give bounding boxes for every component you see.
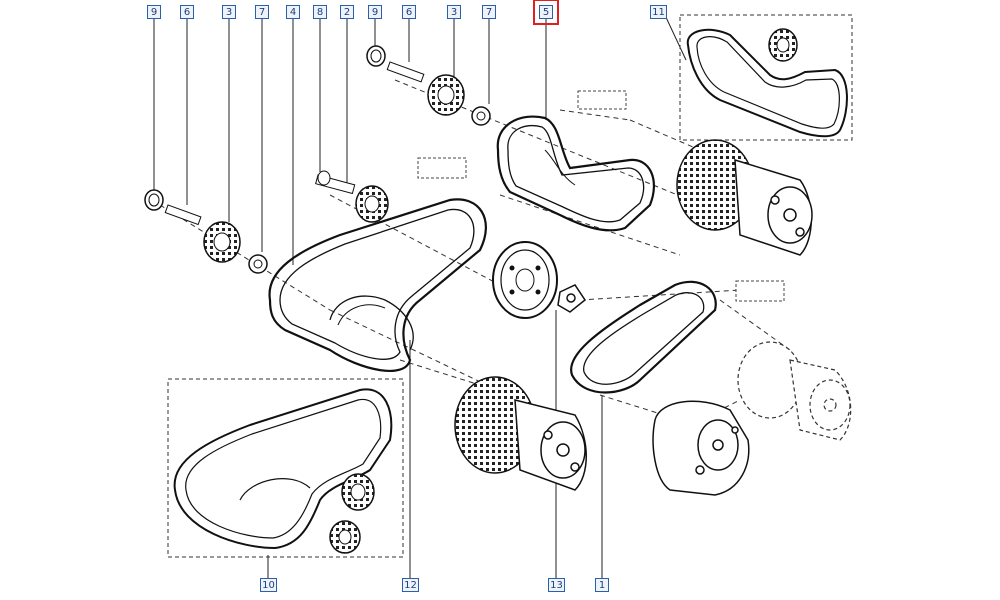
callout-3[interactable]: 3	[222, 5, 236, 19]
callout-11[interactable]: 11	[650, 5, 667, 19]
callout-4[interactable]: 4	[286, 5, 300, 19]
belt-4	[268, 198, 487, 372]
construction-lines	[159, 79, 791, 441]
inset-pulleys	[329, 28, 798, 554]
callout-6[interactable]: 6	[180, 5, 194, 19]
leader-lines	[153, 12, 687, 578]
roller-assembly-left	[144, 189, 268, 274]
callout-3-top[interactable]: 3	[447, 5, 461, 19]
pulley-12	[492, 241, 558, 319]
roller-assembly-middle	[315, 170, 389, 223]
belt-1	[570, 280, 717, 394]
inset-box-bottom-left	[167, 378, 404, 558]
callout-13[interactable]: 13	[548, 578, 565, 592]
callout-7-top[interactable]: 7	[482, 5, 496, 19]
callout-7[interactable]: 7	[255, 5, 269, 19]
callout-9-top[interactable]: 9	[368, 5, 382, 19]
callout-6-top[interactable]: 6	[402, 5, 416, 19]
callout-9[interactable]: 9	[147, 5, 161, 19]
belt-10	[173, 388, 393, 550]
compressor-bottom-right	[652, 400, 750, 496]
blank-tag	[577, 90, 627, 110]
tensioner-13	[557, 284, 587, 313]
roller-assembly-top	[366, 45, 491, 126]
callout-12[interactable]: 12	[402, 578, 419, 592]
callout-1[interactable]: 1	[595, 578, 609, 592]
inset-box-top-right	[679, 14, 853, 141]
blank-tag	[417, 157, 467, 179]
compressor-top-right	[676, 139, 813, 256]
alternator-phantom	[737, 341, 852, 441]
callout-8[interactable]: 8	[313, 5, 327, 19]
belt-11	[686, 28, 848, 138]
belt-5	[496, 115, 655, 232]
compressor-bottom-center	[454, 376, 587, 491]
blank-tag	[735, 280, 785, 302]
callout-2[interactable]: 2	[340, 5, 354, 19]
callout-5-selected[interactable]: 5	[533, 0, 559, 25]
callout-10[interactable]: 10	[260, 578, 277, 592]
